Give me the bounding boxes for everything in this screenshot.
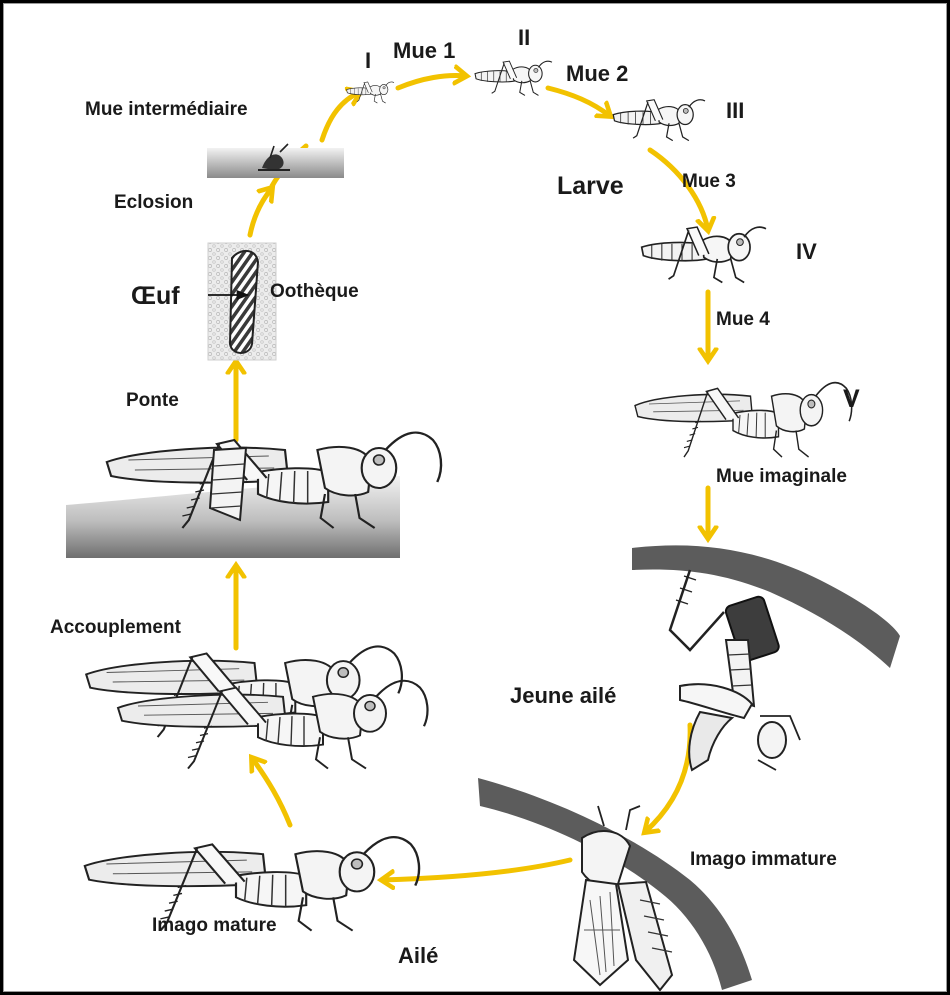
arrow-jeune-aile bbox=[645, 725, 690, 832]
label-eclosion: Eclosion bbox=[114, 193, 193, 212]
arrow-mue-1 bbox=[398, 76, 466, 89]
label-mue-4: Mue 4 bbox=[716, 310, 770, 329]
arrow-eclosion bbox=[250, 188, 272, 235]
label-stage-3: III bbox=[726, 100, 744, 122]
label-imago-immature: Imago immature bbox=[690, 850, 837, 869]
label-mue-imaginale: Mue imaginale bbox=[716, 467, 847, 486]
larva-stage-5-icon bbox=[635, 383, 852, 457]
label-stage-5: V bbox=[843, 387, 860, 412]
label-imago-mature: Imago mature bbox=[152, 916, 277, 935]
label-stage-4: IV bbox=[796, 241, 817, 263]
egg-laying-locust-icon bbox=[66, 433, 441, 558]
label-ponte: Ponte bbox=[126, 391, 179, 410]
egg-pod-icon bbox=[208, 243, 276, 360]
larva-stage-2-icon bbox=[475, 61, 552, 95]
label-stage-1: I bbox=[365, 50, 371, 72]
arrow-aile bbox=[382, 860, 570, 880]
label-mue-3: Mue 3 bbox=[682, 172, 736, 191]
label-stage-2: II bbox=[518, 27, 530, 49]
label-accouplement: Accouplement bbox=[50, 618, 181, 637]
larva-stage-1-icon bbox=[347, 82, 394, 103]
label-jeune-aile: Jeune ailé bbox=[510, 685, 616, 707]
label-ootheque: Oothèque bbox=[270, 282, 359, 301]
immature-imago-on-branch-icon bbox=[574, 806, 672, 990]
arrow-maturation bbox=[252, 758, 290, 825]
label-larve: Larve bbox=[557, 174, 624, 199]
arrow-mue-2 bbox=[548, 88, 610, 116]
larva-stage-3-icon bbox=[613, 100, 705, 141]
larva-stage-4-icon bbox=[642, 227, 766, 282]
label-mue-1: Mue 1 bbox=[393, 40, 455, 62]
moulting-young-winged-locust-icon bbox=[670, 570, 800, 770]
label-aile: Ailé bbox=[398, 945, 438, 967]
label-mue-2: Mue 2 bbox=[566, 63, 628, 85]
label-oeuf: Œuf bbox=[131, 284, 180, 309]
hatching-larva-icon bbox=[207, 144, 344, 178]
mating-locusts-icon bbox=[86, 646, 427, 768]
label-mue-intermediaire: Mue intermédiaire bbox=[85, 100, 248, 119]
arrow-mue-intermediaire bbox=[322, 92, 360, 140]
